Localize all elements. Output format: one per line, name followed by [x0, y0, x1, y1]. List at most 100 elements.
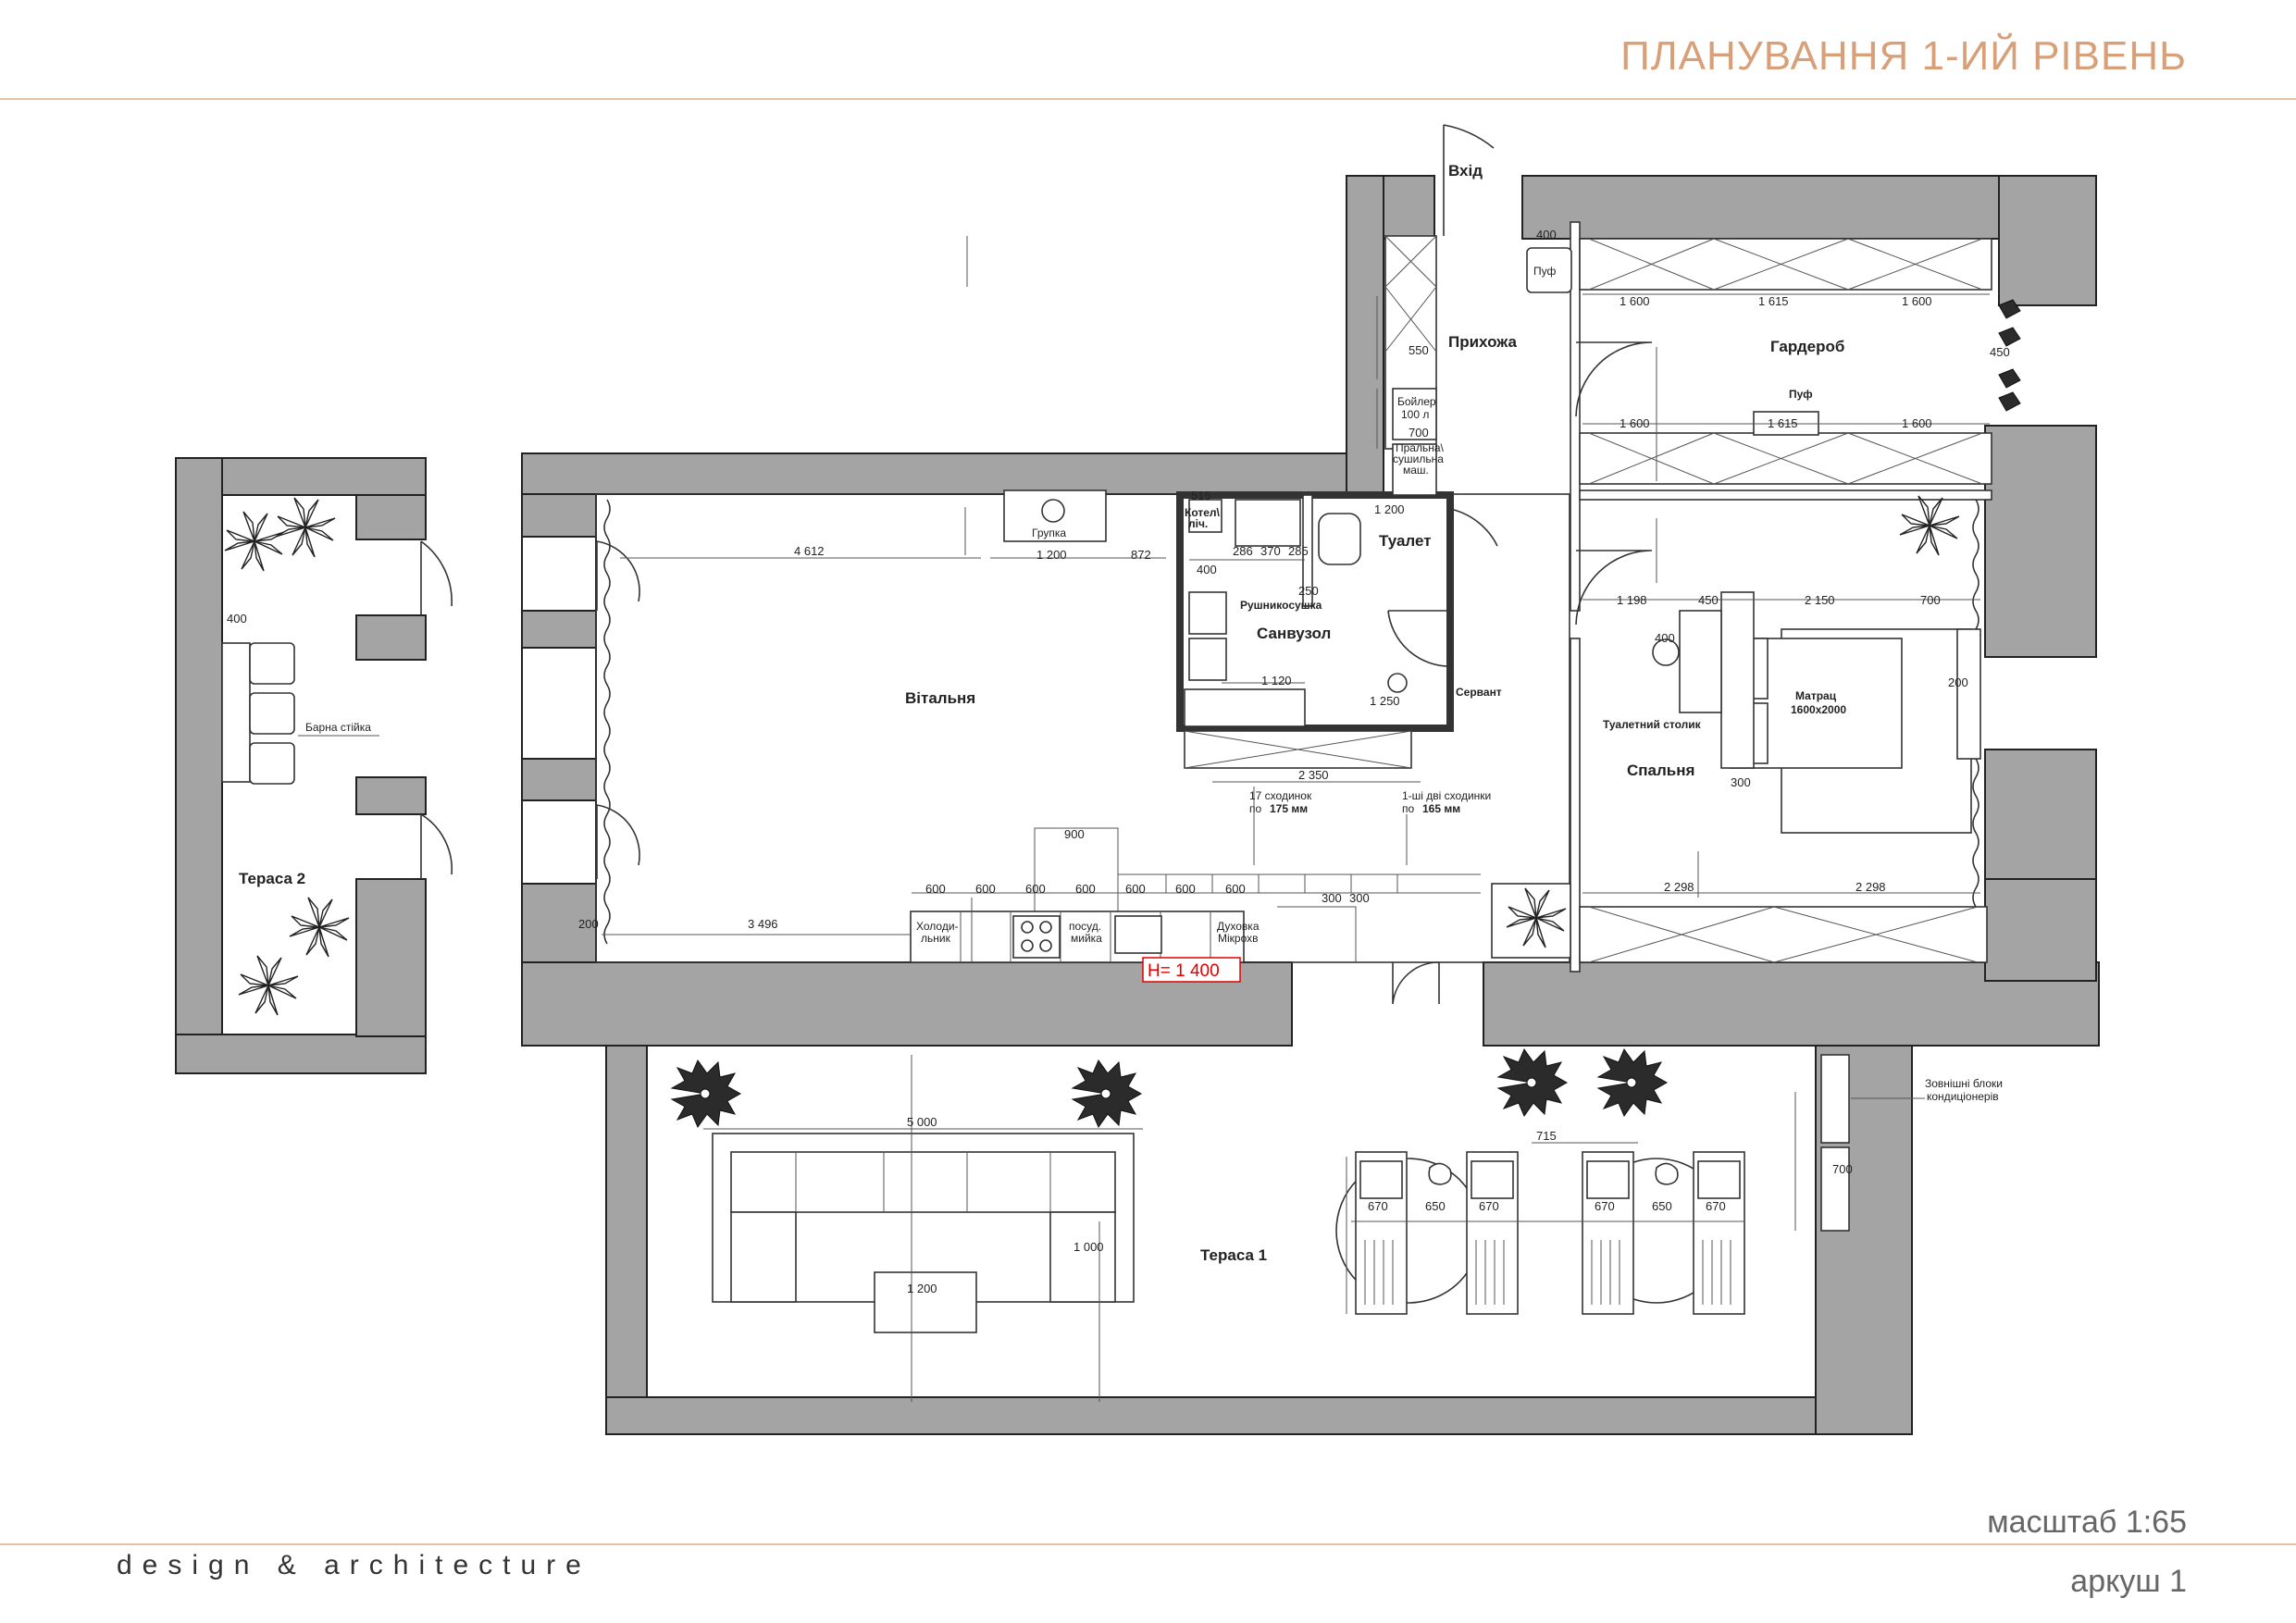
bathtub — [1184, 688, 1306, 727]
wall-terrace1-south — [605, 1396, 1912, 1435]
svg-text:1 200: 1 200 — [907, 1282, 937, 1295]
svg-text:700: 700 — [1832, 1162, 1853, 1176]
plant-t2-4 — [238, 955, 299, 1016]
partition-hall-east — [1570, 221, 1581, 612]
shrub-3 — [1497, 1048, 1568, 1117]
steps-label-3: 175 мм — [1270, 802, 1308, 815]
oven-label-1: Духовка — [1217, 920, 1260, 933]
room-entrance: Вхід — [1448, 162, 1483, 180]
hall-cabinet-cross — [1384, 235, 1437, 353]
window-living-2 — [521, 647, 597, 760]
svg-text:715: 715 — [1536, 1129, 1557, 1143]
wardrobe-door — [1575, 341, 1653, 417]
svg-text:1 120: 1 120 — [1261, 674, 1292, 688]
wall-terrace2-e4 — [355, 878, 427, 1037]
svg-text:1 200: 1 200 — [1036, 548, 1067, 562]
boiler-label-1: Бойлер — [1397, 395, 1436, 408]
svg-text:450: 450 — [1698, 593, 1719, 607]
bar-counter — [221, 642, 251, 783]
oven-label-2: Мікрохв — [1218, 932, 1259, 945]
washer — [1392, 443, 1437, 496]
svg-text:1 200: 1 200 — [1374, 502, 1405, 516]
svg-text:300: 300 — [1731, 775, 1751, 789]
dish-label-1: посуд. — [1069, 920, 1101, 933]
svg-text:2 298: 2 298 — [1664, 880, 1694, 894]
servant-label: Сервант — [1456, 686, 1502, 699]
wall-terrace2-south — [175, 1034, 427, 1074]
wardrobe-north-cross — [1588, 238, 1983, 291]
bedside-panel — [1720, 591, 1755, 769]
svg-text:2 298: 2 298 — [1855, 880, 1886, 894]
toilet-tank — [1235, 499, 1301, 547]
washer-label-2: сушильна — [1393, 452, 1444, 465]
header-rule — [0, 98, 2296, 100]
steps2-label-1: 1-ші дві сходинки — [1402, 789, 1491, 802]
wall-terrace2-west — [175, 457, 223, 1074]
towel-label: Рушникосушка — [1240, 599, 1322, 612]
svg-text:300: 300 — [1322, 891, 1342, 905]
partition-bedroom-north — [1579, 489, 1992, 501]
steps-label-2: по — [1249, 802, 1261, 815]
svg-text:286: 286 — [1233, 544, 1253, 558]
wardrobe-north-closet — [1579, 238, 1992, 291]
plant-t2-1 — [224, 511, 285, 572]
bar-stool-2 — [249, 692, 295, 735]
room-bedroom: Спальня — [1627, 762, 1694, 779]
room-toilet: Туалет — [1379, 532, 1432, 550]
dimension-texts: 400 550 700 1 600 1 615 1 600 450 1 600 … — [227, 228, 2010, 1295]
wall-living-north — [521, 452, 1356, 495]
room-hallway: Прихожа — [1448, 333, 1518, 351]
svg-text:600: 600 — [1025, 882, 1046, 896]
sheet-number: аркуш 1 — [2070, 1564, 2187, 1599]
svg-text:670: 670 — [1368, 1199, 1388, 1213]
svg-text:550: 550 — [1409, 343, 1429, 357]
room-terrace2: Тераса 2 — [239, 870, 305, 887]
svg-text:1 000: 1 000 — [1074, 1240, 1104, 1254]
steps-label-1: 17 сходинок — [1249, 789, 1312, 802]
kotel-label-2: лiч. — [1188, 517, 1208, 530]
washer-label-3: маш. — [1403, 464, 1429, 477]
sink-2 — [1188, 638, 1227, 681]
svg-text:1 250: 1 250 — [1370, 694, 1400, 708]
hruppa-label: Групка — [1032, 527, 1066, 539]
room-terrace1: Тераса 1 — [1200, 1246, 1267, 1264]
shrub-4 — [1597, 1048, 1668, 1117]
terrace2-door-2 — [420, 813, 453, 879]
bathroom-door — [1387, 610, 1451, 667]
curtain-living — [603, 499, 611, 945]
svg-text:450: 450 — [1990, 345, 2010, 359]
svg-text:670: 670 — [1595, 1199, 1615, 1213]
svg-text:5 000: 5 000 — [907, 1115, 937, 1129]
bags — [1998, 299, 2021, 412]
height-label: H= 1 400 — [1148, 961, 1220, 981]
svg-text:2 350: 2 350 — [1298, 768, 1329, 782]
kitchen-counter — [910, 911, 1245, 963]
ac-label-1: Зовнішні блоки — [1925, 1077, 2003, 1090]
svg-text:670: 670 — [1479, 1199, 1499, 1213]
shrub-1 — [671, 1059, 741, 1128]
wall-terrace2-e1 — [355, 494, 427, 540]
tv-panel — [1956, 628, 1981, 760]
svg-text:400: 400 — [1197, 563, 1217, 576]
svg-text:1 600: 1 600 — [1902, 416, 1932, 430]
svg-text:872: 872 — [1131, 548, 1151, 562]
svg-text:1 600: 1 600 — [1902, 294, 1932, 308]
toilet-bowl — [1318, 513, 1361, 565]
svg-text:370: 370 — [1260, 544, 1281, 558]
shower-drain — [1387, 673, 1408, 693]
partition-toilet — [1302, 494, 1313, 607]
svg-text:700: 700 — [1409, 426, 1429, 440]
entrance-door — [1443, 124, 1495, 236]
svg-text:1 600: 1 600 — [1620, 416, 1650, 430]
wall-north-east — [1998, 175, 2097, 306]
scale-label: масштаб 1:65 — [1987, 1505, 2187, 1540]
mattress-label-1: Матрац — [1795, 689, 1837, 702]
wall-terrace2-e3 — [355, 776, 427, 815]
vanity-stool — [1652, 638, 1680, 666]
svg-text:700: 700 — [1920, 593, 1941, 607]
coffee-table — [874, 1271, 977, 1333]
hruppa-icon — [1041, 499, 1065, 523]
svg-text:670: 670 — [1706, 1199, 1726, 1213]
svg-text:650: 650 — [1425, 1199, 1446, 1213]
svg-text:3 496: 3 496 — [748, 917, 778, 931]
